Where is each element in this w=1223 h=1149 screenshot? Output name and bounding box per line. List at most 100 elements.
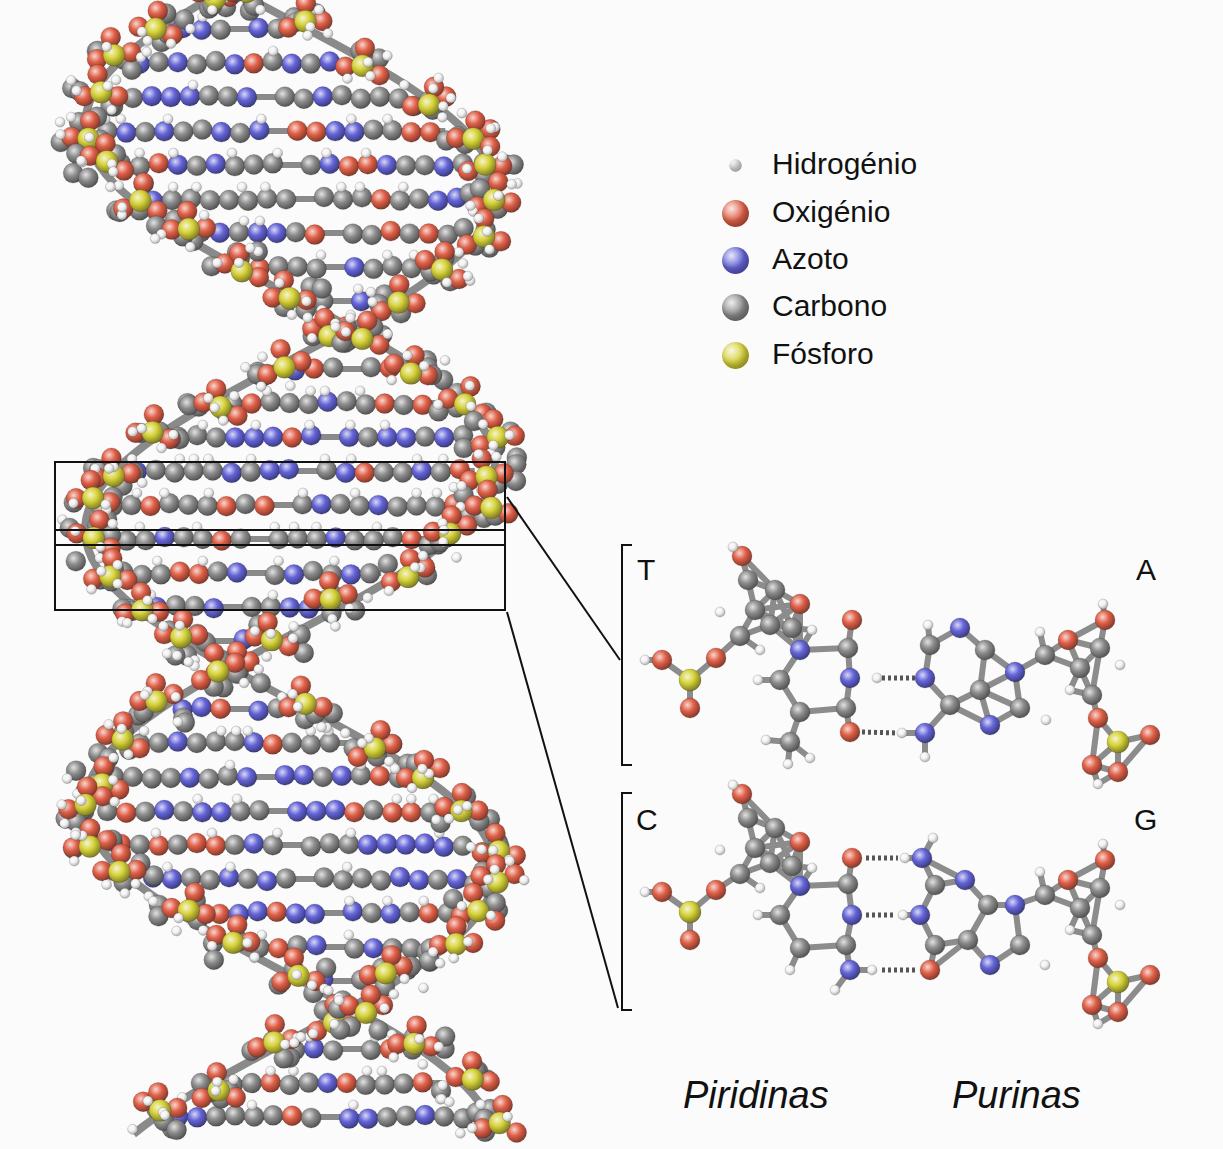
atom xyxy=(282,54,302,74)
atom xyxy=(306,259,326,279)
atom xyxy=(369,1020,389,1040)
atom xyxy=(390,867,410,887)
atom xyxy=(151,564,171,584)
atom xyxy=(294,89,314,109)
atom xyxy=(507,179,517,189)
atom xyxy=(435,958,445,968)
atom xyxy=(364,530,384,550)
atom xyxy=(505,856,515,866)
atom xyxy=(322,148,332,158)
atom xyxy=(462,164,472,174)
atom xyxy=(142,47,152,57)
atom xyxy=(980,715,1000,735)
atom xyxy=(1070,658,1090,678)
atom xyxy=(142,86,162,106)
atom xyxy=(375,1075,395,1095)
atom xyxy=(227,563,247,583)
atom xyxy=(1082,925,1102,945)
atom xyxy=(267,902,287,922)
base-letter: T xyxy=(637,555,655,585)
atom xyxy=(251,420,261,430)
atom xyxy=(142,768,162,788)
atom xyxy=(842,610,862,630)
atom xyxy=(255,216,265,226)
atom xyxy=(131,879,141,889)
atom xyxy=(355,386,365,396)
atom xyxy=(358,427,378,447)
atom xyxy=(289,1038,299,1048)
atom xyxy=(370,87,390,107)
atom xyxy=(482,227,492,237)
atom xyxy=(148,896,158,906)
atom xyxy=(170,562,190,582)
atom xyxy=(958,930,978,950)
atom xyxy=(1035,885,1055,905)
atom xyxy=(71,830,81,840)
atom xyxy=(158,621,168,631)
atom xyxy=(325,800,345,820)
atom xyxy=(206,51,226,71)
atom xyxy=(280,597,300,617)
atom xyxy=(306,122,326,142)
atom xyxy=(466,201,476,211)
atom xyxy=(211,20,231,40)
atom xyxy=(760,615,780,635)
atom xyxy=(320,386,330,396)
atom xyxy=(361,357,381,377)
atom xyxy=(316,250,326,260)
atom xyxy=(254,664,264,674)
base-pairs xyxy=(640,542,1160,1029)
atom xyxy=(390,191,410,211)
atom xyxy=(55,117,65,127)
atom xyxy=(55,130,65,140)
atom xyxy=(435,242,455,262)
atom xyxy=(305,225,325,245)
atom xyxy=(358,835,378,855)
atom xyxy=(488,845,498,855)
atom xyxy=(256,381,266,391)
atom xyxy=(107,105,117,115)
atom xyxy=(305,420,315,430)
atom xyxy=(292,970,302,980)
atom xyxy=(140,496,160,516)
atom xyxy=(706,648,726,668)
atom xyxy=(135,148,145,158)
atom xyxy=(483,875,493,885)
atom xyxy=(728,780,738,790)
atom xyxy=(337,391,357,411)
atom xyxy=(301,836,321,856)
atom xyxy=(104,719,114,729)
atom xyxy=(345,313,355,323)
atom xyxy=(249,800,269,820)
atom xyxy=(212,258,222,268)
atom xyxy=(375,394,395,414)
atom xyxy=(230,123,250,143)
atom xyxy=(488,172,508,192)
atom xyxy=(66,551,86,571)
atom xyxy=(925,935,945,955)
atom xyxy=(74,794,96,816)
atom xyxy=(140,690,150,700)
atom xyxy=(218,416,228,426)
atom xyxy=(396,835,416,855)
atom xyxy=(1058,870,1078,890)
atom xyxy=(396,428,416,448)
atom xyxy=(790,640,810,660)
atom xyxy=(230,801,250,821)
atom xyxy=(738,808,758,828)
atom xyxy=(1140,725,1160,745)
atom xyxy=(1040,960,1050,970)
atom xyxy=(241,362,251,372)
atom xyxy=(293,702,303,712)
atom xyxy=(978,895,998,915)
atom xyxy=(406,496,426,516)
atom xyxy=(341,564,361,584)
atom xyxy=(143,36,153,46)
atom xyxy=(204,0,214,1)
atom xyxy=(486,911,496,921)
atom xyxy=(174,913,184,923)
atom xyxy=(149,733,169,753)
atom xyxy=(166,38,176,48)
atom xyxy=(419,983,429,993)
atom xyxy=(485,911,505,931)
